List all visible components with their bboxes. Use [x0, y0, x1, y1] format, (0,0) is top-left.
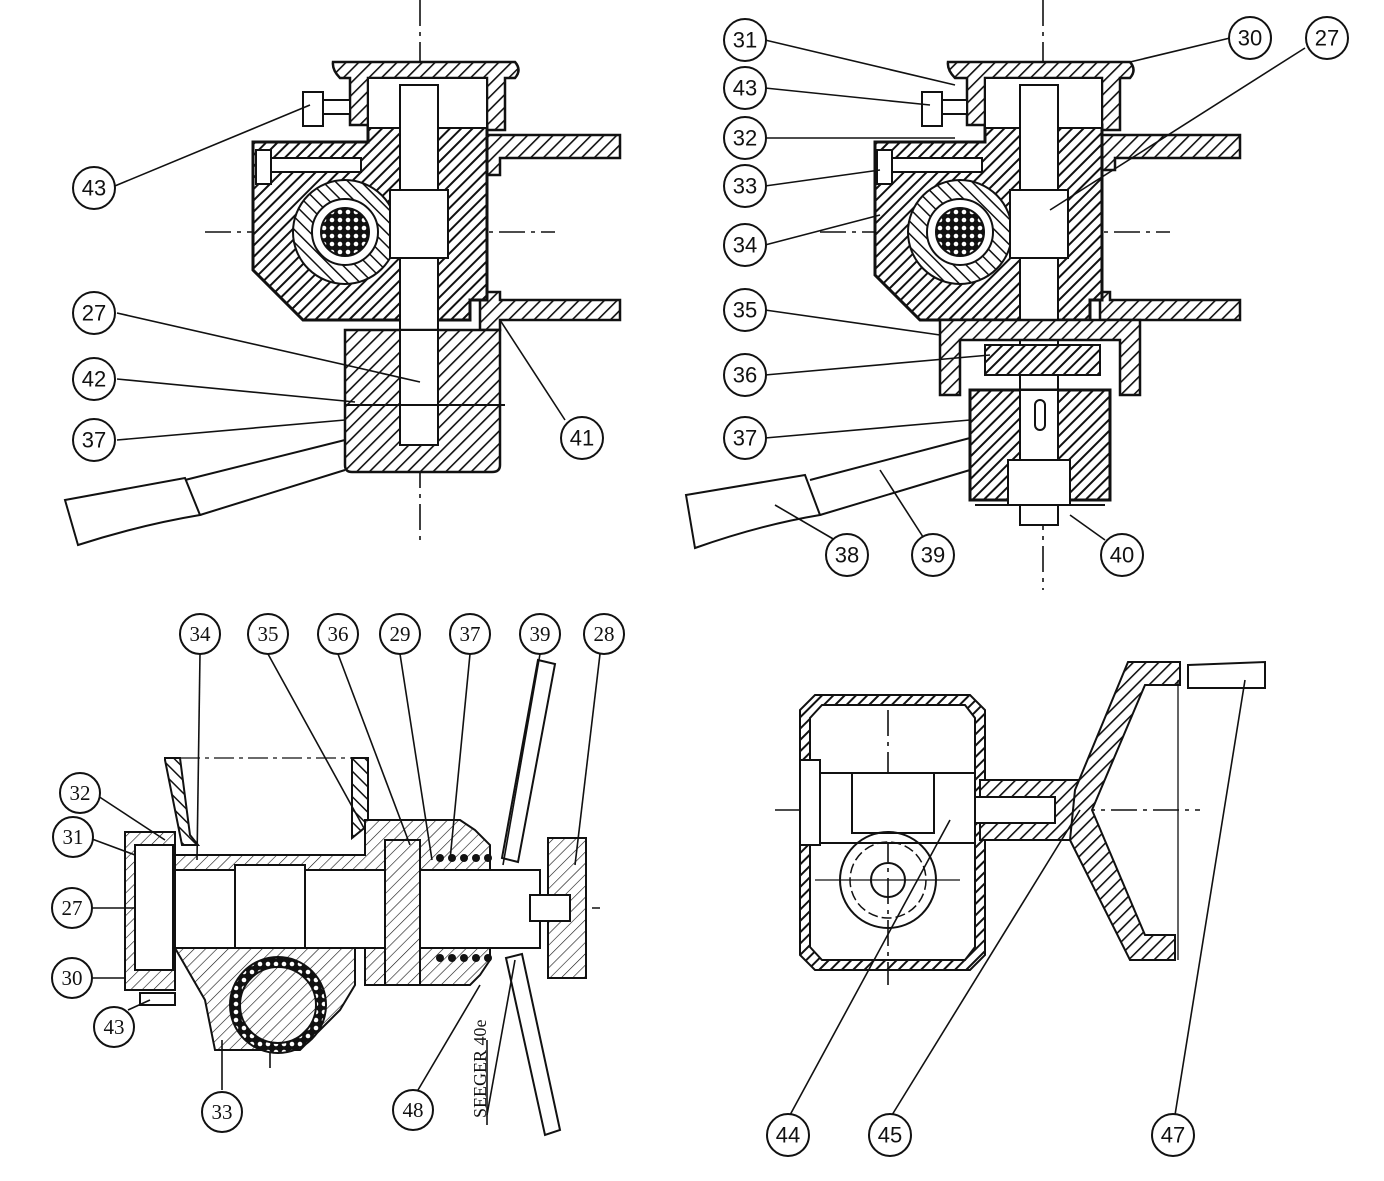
callout-37: 37 — [449, 613, 491, 655]
svg-text:43: 43 — [733, 76, 757, 101]
callouts-top-left: 43 27 42 37 41 — [72, 166, 604, 462]
callout-31: 31 — [52, 816, 94, 858]
callout-37: 37 — [723, 416, 767, 460]
svg-text:43: 43 — [82, 176, 106, 201]
callout-28: 28 — [583, 613, 625, 655]
callout-34: 34 — [723, 223, 767, 267]
svg-text:31: 31 — [733, 28, 757, 53]
svg-text:32: 32 — [70, 781, 91, 805]
spring — [436, 854, 492, 962]
svg-text:27: 27 — [1315, 26, 1339, 51]
callout-34: 34 — [179, 613, 221, 655]
view-bottom-right — [775, 660, 1266, 985]
svg-text:34: 34 — [733, 233, 757, 258]
view-top-left — [63, 0, 622, 547]
callout-44: 44 — [766, 1113, 810, 1157]
seeger-note: SEEGER 40e — [470, 1019, 490, 1118]
svg-text:43: 43 — [104, 1015, 125, 1039]
callout-39: 39 — [911, 533, 955, 577]
svg-text:36: 36 — [733, 363, 757, 388]
callouts-bottom-left: 34 35 36 29 37 39 28 32 31 27 30 43 33 4… — [51, 613, 625, 1133]
callout-35: 35 — [723, 288, 767, 332]
svg-text:35: 35 — [733, 298, 757, 323]
callout-36: 36 — [317, 613, 359, 655]
svg-text:35: 35 — [258, 622, 279, 646]
svg-text:27: 27 — [62, 896, 83, 920]
callout-33: 33 — [723, 164, 767, 208]
callout-32: 32 — [59, 772, 101, 814]
svg-text:27: 27 — [82, 301, 106, 326]
leader-lines — [91, 37, 1306, 1116]
callout-43: 43 — [723, 66, 767, 110]
svg-text:40: 40 — [1110, 543, 1134, 568]
callout-27: 27 — [72, 291, 116, 335]
svg-text:37: 37 — [460, 622, 481, 646]
view-bottom-left — [124, 658, 600, 1137]
view-top-right — [684, 0, 1242, 590]
callout-48: 48 — [392, 1089, 434, 1131]
svg-text:42: 42 — [82, 367, 106, 392]
svg-text:37: 37 — [733, 426, 757, 451]
callouts-top-right: 31 43 32 33 34 35 36 37 38 39 40 30 27 — [723, 16, 1349, 577]
svg-text:45: 45 — [878, 1123, 902, 1148]
callout-36: 36 — [723, 353, 767, 397]
svg-text:41: 41 — [570, 426, 594, 451]
callout-33: 33 — [201, 1091, 243, 1133]
callout-37: 37 — [72, 418, 116, 462]
callout-42: 42 — [72, 357, 116, 401]
callout-41: 41 — [560, 416, 604, 460]
svg-text:48: 48 — [403, 1098, 424, 1122]
callout-38: 38 — [825, 533, 869, 577]
svg-text:28: 28 — [594, 622, 615, 646]
callout-32: 32 — [723, 116, 767, 160]
svg-text:44: 44 — [776, 1123, 800, 1148]
svg-text:34: 34 — [190, 622, 212, 646]
svg-text:33: 33 — [733, 174, 757, 199]
svg-text:36: 36 — [328, 622, 349, 646]
callout-27: 27 — [1305, 16, 1349, 60]
callout-27: 27 — [51, 887, 93, 929]
svg-text:31: 31 — [63, 825, 84, 849]
callout-45: 45 — [868, 1113, 912, 1157]
callout-39: 39 — [519, 613, 561, 655]
svg-text:39: 39 — [530, 622, 551, 646]
callout-40: 40 — [1100, 533, 1144, 577]
callout-30: 30 — [51, 957, 93, 999]
svg-text:32: 32 — [733, 126, 757, 151]
svg-text:29: 29 — [390, 622, 411, 646]
callout-35: 35 — [247, 613, 289, 655]
callout-47: 47 — [1151, 1113, 1195, 1157]
svg-text:33: 33 — [212, 1100, 233, 1124]
callout-43: 43 — [72, 166, 116, 210]
callout-43: 43 — [93, 1006, 135, 1048]
callout-30: 30 — [1228, 16, 1272, 60]
callout-29: 29 — [379, 613, 421, 655]
svg-text:30: 30 — [1238, 26, 1262, 51]
svg-text:39: 39 — [921, 543, 945, 568]
callouts-bottom-right: 44 45 47 — [766, 1113, 1195, 1157]
svg-text:37: 37 — [82, 428, 106, 453]
svg-text:30: 30 — [62, 966, 83, 990]
callout-31: 31 — [723, 18, 767, 62]
svg-text:47: 47 — [1161, 1123, 1185, 1148]
svg-text:38: 38 — [835, 543, 859, 568]
